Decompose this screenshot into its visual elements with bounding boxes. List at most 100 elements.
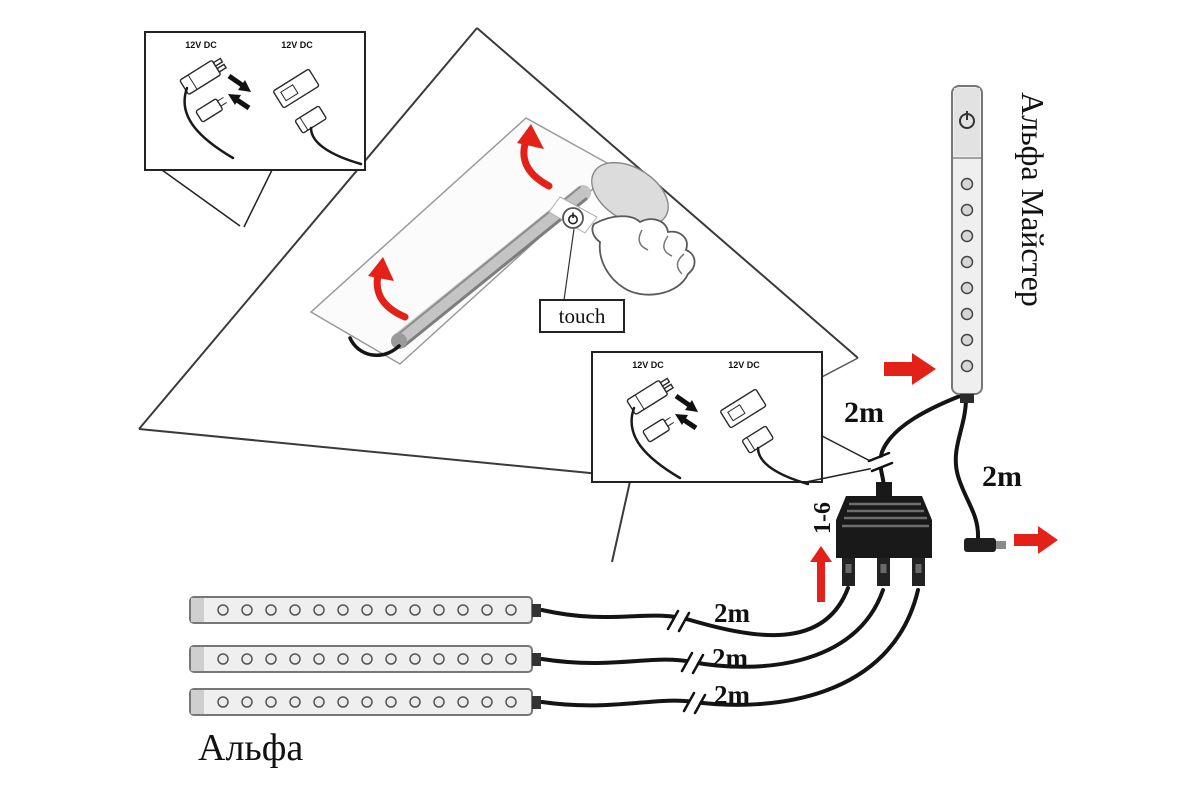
led-dot bbox=[960, 177, 974, 191]
cable-break-gap bbox=[685, 691, 703, 715]
cable-break bbox=[870, 461, 894, 473]
touch-label: touch bbox=[559, 304, 606, 328]
led-dot bbox=[385, 696, 397, 708]
led-bar-edge bbox=[402, 197, 588, 348]
led-dot bbox=[361, 696, 373, 708]
led-dot bbox=[409, 653, 421, 665]
hand-illustration bbox=[591, 215, 696, 296]
cabling-right: 2m 2m bbox=[844, 353, 1058, 554]
led-bar-dots bbox=[217, 696, 517, 708]
power-plug-body bbox=[964, 538, 996, 552]
cable-master-to-plug bbox=[953, 396, 981, 540]
callout-line bbox=[563, 228, 575, 301]
port-connector-detail bbox=[845, 564, 852, 573]
led-bar-endcap bbox=[191, 598, 204, 622]
cable-break bbox=[693, 693, 707, 715]
led-bar-dots bbox=[217, 604, 517, 616]
led-dot bbox=[960, 255, 974, 269]
label-2m-master-to-plug: 2m bbox=[982, 460, 1022, 493]
led-dot bbox=[457, 604, 469, 616]
inset-box bbox=[591, 351, 823, 483]
power-plug bbox=[964, 538, 1006, 552]
cabling-bottom: 2m 2m 2m bbox=[540, 586, 920, 715]
led-dot bbox=[241, 604, 253, 616]
cable-break bbox=[682, 691, 696, 713]
led-bar-endcap bbox=[191, 647, 204, 671]
callout-line bbox=[243, 169, 273, 228]
led-dot bbox=[481, 653, 493, 665]
led-bar-endcap bbox=[391, 333, 407, 349]
led-bar-dots bbox=[217, 653, 517, 665]
led-dot bbox=[481, 696, 493, 708]
master-bar-connector bbox=[960, 394, 974, 403]
led-dot bbox=[481, 604, 493, 616]
led-dot bbox=[313, 696, 325, 708]
cabinet-corner-line bbox=[611, 476, 632, 563]
led-dot bbox=[361, 604, 373, 616]
hand-outline bbox=[591, 215, 696, 296]
distribution-box-neck bbox=[876, 482, 892, 497]
led-dot bbox=[505, 653, 517, 665]
label-2m-bar1: 2m bbox=[714, 598, 751, 628]
cable-break-gap bbox=[683, 651, 701, 675]
led-dot bbox=[217, 604, 229, 616]
led-dot bbox=[457, 653, 469, 665]
finger-curl-line bbox=[676, 253, 685, 275]
label-2m-bar2: 2m bbox=[712, 643, 749, 673]
led-dot bbox=[265, 653, 277, 665]
callout-line bbox=[805, 467, 875, 483]
cabinet-edge-line bbox=[138, 428, 632, 478]
led-bar-cable bbox=[348, 336, 401, 357]
led-bar-mounted bbox=[348, 185, 591, 357]
inset-connectors-middle: 12V DC 12V DC bbox=[591, 351, 875, 484]
led-dot bbox=[337, 696, 349, 708]
label-12v-dc-left: 12V DC bbox=[185, 40, 217, 50]
led-dot bbox=[960, 333, 974, 347]
led-dot bbox=[505, 696, 517, 708]
finger-curl-line bbox=[663, 235, 673, 257]
callout-line bbox=[821, 435, 875, 464]
label-alpha: Альфа bbox=[198, 727, 303, 769]
led-bar-2 bbox=[189, 645, 541, 673]
led-dot bbox=[265, 604, 277, 616]
inset-box bbox=[144, 31, 366, 171]
arrow-to-master-icon bbox=[884, 353, 936, 385]
touch-button bbox=[548, 196, 598, 234]
led-dot bbox=[289, 696, 301, 708]
master-bar: Альфа Майстер bbox=[951, 85, 1051, 403]
led-dot bbox=[505, 604, 517, 616]
cable-master-to-box bbox=[878, 394, 962, 488]
label-12v-dc-right: 12V DC bbox=[281, 40, 313, 50]
cable-break bbox=[677, 611, 691, 633]
led-dot bbox=[433, 604, 445, 616]
inset-connectors-topleft: 12V DC 12V DC bbox=[144, 31, 366, 228]
touch-label-box bbox=[539, 299, 625, 333]
led-dot bbox=[960, 203, 974, 217]
rotation-arrow-left-head-icon bbox=[368, 257, 394, 281]
led-dot bbox=[337, 653, 349, 665]
led-dot bbox=[433, 653, 445, 665]
led-dot bbox=[960, 229, 974, 243]
power-plug-tip bbox=[996, 541, 1006, 549]
led-dot bbox=[337, 604, 349, 616]
led-dot bbox=[960, 307, 974, 321]
led-dot bbox=[313, 604, 325, 616]
cabinet-edge-line bbox=[476, 27, 859, 359]
cabinet-illustration: touch bbox=[138, 27, 859, 563]
led-bar-3 bbox=[189, 688, 541, 716]
led-dot bbox=[313, 653, 325, 665]
cable-break bbox=[867, 451, 891, 463]
led-dot bbox=[217, 696, 229, 708]
led-dot bbox=[217, 653, 229, 665]
cable-break-gap bbox=[868, 454, 894, 471]
distribution-ports bbox=[842, 558, 925, 586]
led-dot bbox=[265, 696, 277, 708]
led-dot bbox=[960, 281, 974, 295]
led-dot bbox=[289, 604, 301, 616]
led-bar-connector bbox=[532, 604, 541, 617]
master-led-dots bbox=[960, 177, 974, 373]
cable-bar3 bbox=[540, 588, 920, 708]
port-connector-detail bbox=[915, 564, 922, 573]
